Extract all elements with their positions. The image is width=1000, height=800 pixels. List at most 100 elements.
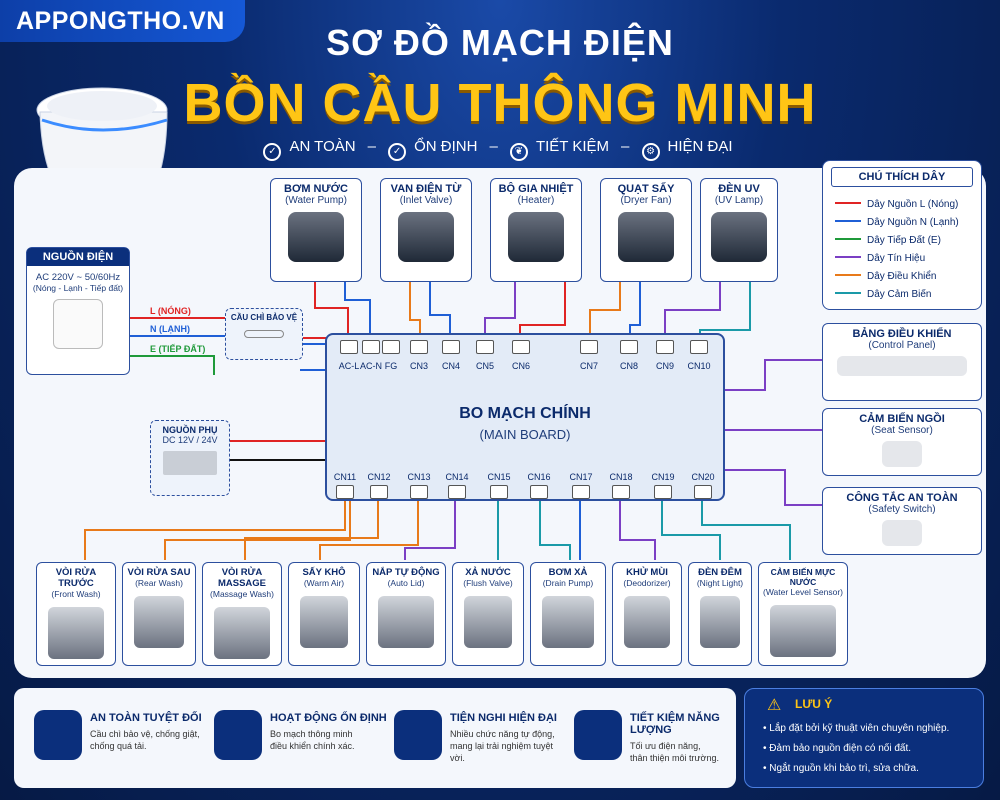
device-name: BỘ GIA NHIỆT <box>498 183 574 195</box>
bottom-device: VÒI RỬA TRƯỚC (Front Wash) <box>36 562 116 666</box>
legend-swatch <box>835 220 861 222</box>
device-sub: (Auto Lid) <box>387 578 425 588</box>
device-icon <box>882 441 922 467</box>
energy-icon <box>574 710 622 760</box>
device-sub: (Heater) <box>517 195 555 206</box>
note-item: • Ngắt nguồn khi bảo trì, sửa chữa. <box>763 763 919 774</box>
bottom-device: VÒI RỬA SAU (Rear Wash) <box>122 562 196 666</box>
legend-row: Dây Điều Khiển <box>835 271 936 282</box>
device-icon <box>770 605 836 657</box>
device-name: NẮP TỰ ĐỘNG <box>372 567 440 578</box>
device-name: SẤY KHÔ <box>302 567 346 578</box>
legend-swatch <box>835 202 861 204</box>
device-name: VÒI RỬA SAU <box>127 567 191 578</box>
device-sub: (Water Pump) <box>285 195 347 206</box>
feature-item: TIẾT KIỆM NĂNG LƯỢNG Tối ưu điện năng,th… <box>574 688 749 788</box>
bottom-device: ĐÈN ĐÊM (Night Light) <box>688 562 752 666</box>
warning-icon: ⚠ <box>767 697 782 714</box>
aux-power: NGUỒN PHỤ DC 12V / 24V <box>150 420 230 496</box>
device-icon <box>624 596 670 648</box>
top-device: ĐÈN UV (UV Lamp) <box>700 178 778 282</box>
device-sub: (Night Light) <box>696 578 744 588</box>
feature-title: TIẾT KIỆM NĂNG LƯỢNG <box>630 712 720 736</box>
device-icon <box>464 596 512 648</box>
device-icon <box>300 596 348 648</box>
shield-check-icon: ✓ <box>263 143 282 161</box>
connector <box>612 485 630 499</box>
brand-logo[interactable]: APPONGTHO.VN <box>0 0 245 42</box>
legend-label: Dây Nguồn L (Nóng) <box>867 199 959 210</box>
connector-label: FG <box>384 361 398 371</box>
check-circle-icon: ✓ <box>388 143 407 161</box>
device-name: ĐÈN UV <box>718 183 760 195</box>
device-icon <box>542 596 594 648</box>
connector <box>382 340 400 354</box>
connector <box>490 485 508 499</box>
power-spec: AC 220V ~ 50/60Hz <box>35 272 121 283</box>
wire-legend: CHÚ THÍCH DÂY Dây Nguồn L (Nóng)Dây Nguồ… <box>822 160 982 310</box>
legend-label: Dây Điều Khiển <box>867 271 937 282</box>
device-name: BƠM XẢ <box>548 567 588 578</box>
main-board-sub: (MAIN BOARD) <box>479 427 571 442</box>
page-title: SƠ ĐỒ MẠCH ĐIỆN <box>326 22 674 63</box>
fuse-icon <box>244 330 284 338</box>
aux-power-sub: DC 12V / 24V <box>162 435 218 445</box>
tagline-item: ✓AN TOÀN <box>263 138 359 161</box>
top-device: VAN ĐIỆN TỪ (Inlet Valve) <box>380 178 472 282</box>
connector-label: CN9 <box>655 361 674 371</box>
device-sub: (Dryer Fan) <box>620 195 672 206</box>
device-sub: (Seat Sensor) <box>871 425 933 436</box>
side-device: CÔNG TẮC AN TOÀN (Safety Switch) <box>822 487 982 555</box>
power-source-title: NGUỒN ĐIỆN <box>27 248 129 266</box>
device-sub: (Rear Wash) <box>135 578 183 588</box>
bottom-device: NẮP TỰ ĐỘNG (Auto Lid) <box>366 562 446 666</box>
device-sub: (Massage Wash) <box>210 589 274 599</box>
device-icon <box>882 520 922 546</box>
tagline-item: ⚙HIỆN ĐẠI <box>641 138 737 161</box>
page-subtitle: BỒN CẦU THÔNG MINH <box>183 73 817 133</box>
device-icon <box>288 212 344 262</box>
bottom-device: XẢ NƯỚC (Flush Valve) <box>452 562 524 666</box>
power-source: NGUỒN ĐIỆN AC 220V ~ 50/60Hz (Nóng - Lạn… <box>26 247 130 375</box>
device-name: QUẠT SẤY <box>617 183 675 195</box>
gear-icon <box>214 710 262 760</box>
device-name: KHỬ MÙI <box>626 567 668 578</box>
fuse-label: CẦU CHÌ BẢO VỆ <box>230 313 298 322</box>
legend-row: Dây Nguồn L (Nóng) <box>835 199 958 210</box>
tagline-item: ❦TIẾT KIỆM <box>509 138 613 161</box>
top-device: BỘ GIA NHIỆT (Heater) <box>490 178 582 282</box>
connector-label: CN4 <box>441 361 460 371</box>
legend-swatch <box>835 256 861 258</box>
connector-label: CN14 <box>445 472 469 482</box>
bottom-device: CẢM BIẾN MỰC NƯỚC (Water Level Sensor) <box>758 562 848 666</box>
connector-label: CN11 <box>333 472 357 482</box>
device-sub: (Front Wash) <box>51 589 101 599</box>
device-sub: (Control Panel) <box>868 340 936 351</box>
device-icon <box>214 607 270 659</box>
connector-label: CN13 <box>407 472 431 482</box>
gear-icon: ⚙ <box>641 143 660 161</box>
connector-label: CN6 <box>511 361 530 371</box>
connector <box>620 340 638 354</box>
connector <box>362 340 380 354</box>
device-icon <box>700 596 740 648</box>
device-icon <box>48 607 104 659</box>
connector-label: CN3 <box>409 361 428 371</box>
feature-title: HOẠT ĐỘNG ỔN ĐỊNH <box>270 712 387 724</box>
device-name: BẢNG ĐIỀU KHIỂN <box>852 328 952 340</box>
legend-swatch <box>835 274 861 276</box>
bottom-device: KHỬ MÙI (Deodorizer) <box>612 562 682 666</box>
main-board: BO MẠCH CHÍNH (MAIN BOARD) <box>325 333 725 501</box>
note-item: • Lắp đặt bởi kỹ thuật viên chuyên nghiệ… <box>763 723 950 734</box>
tagline: ✓AN TOÀN– ✓ỔN ĐỊNH– ❦TIẾT KIỆM– ⚙HIỆN ĐẠ… <box>0 138 1000 161</box>
connector <box>410 340 428 354</box>
feature-desc: điều khiển chính xác. <box>270 741 355 751</box>
feature-desc: mang lại trải nghiệm tuyệt vời. <box>450 741 554 763</box>
features-bar: AN TOÀN TUYỆT ĐỐI Cầu chì bảo vệ, chống … <box>14 688 736 788</box>
connector-label: AC-N <box>360 361 382 371</box>
device-sub: (Flush Valve) <box>463 578 513 588</box>
connector <box>690 340 708 354</box>
feature-desc: Cầu chì bảo vệ, chống giật, <box>90 729 200 739</box>
feature-title: AN TOÀN TUYỆT ĐỐI <box>90 712 202 724</box>
connector <box>442 340 460 354</box>
